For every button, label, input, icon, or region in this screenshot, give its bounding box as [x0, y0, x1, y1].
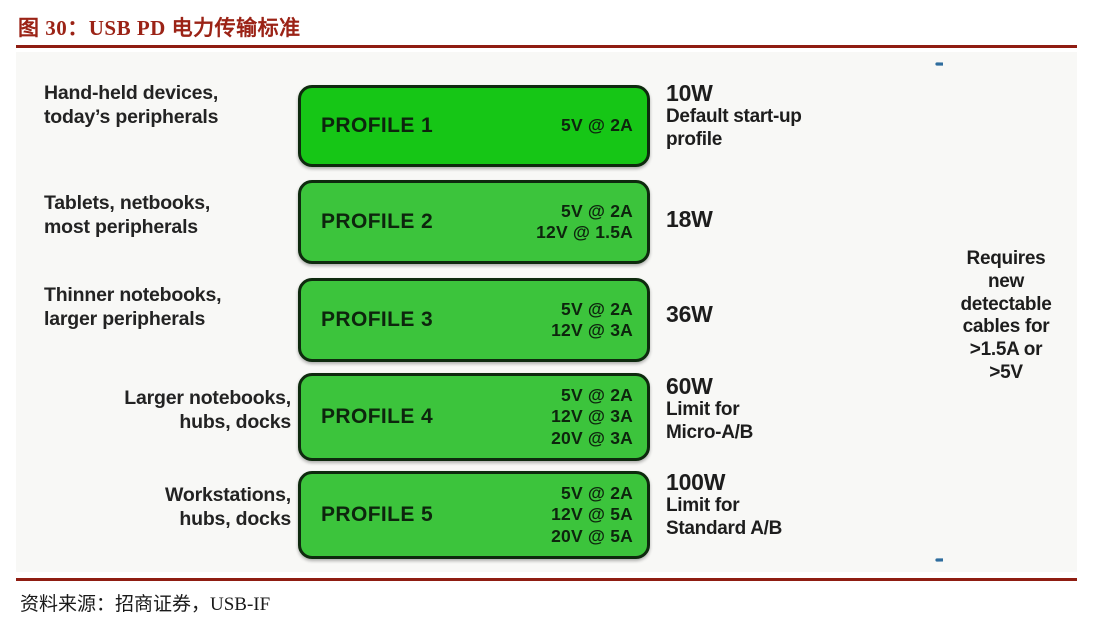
profile-name-5: PROFILE 5: [321, 503, 434, 526]
profile-name-1: PROFILE 1: [321, 114, 434, 137]
watt-value-3: 36W: [666, 301, 713, 327]
profile-name-2: PROFILE 2: [321, 210, 434, 233]
watt-value-5: 100W: [666, 469, 726, 495]
watt-value-1: 10W: [666, 80, 713, 106]
row-label-2: Tablets, netbooks,most peripherals: [44, 192, 211, 238]
source-divider: [16, 578, 1077, 581]
watt-value-2: 18W: [666, 206, 713, 232]
title-divider: [16, 45, 1077, 48]
profile-box-1: PROFILE 1 5V @ 2A: [298, 85, 650, 167]
profile-specs-1: 5V @ 2A: [561, 115, 633, 136]
brace-bracket-icon: [935, 62, 943, 562]
profile-name-3: PROFILE 3: [321, 308, 434, 331]
row-label-1: Hand-held devices,today’s peripherals: [44, 82, 219, 128]
row-label-3: Thinner notebooks,larger peripherals: [44, 284, 222, 330]
watt-block-2: 18W: [666, 206, 886, 232]
row-label-5: Workstations,hubs, docks: [165, 484, 291, 530]
profile-name-4: PROFILE 4: [321, 405, 434, 428]
watt-block-3: 36W: [666, 301, 886, 327]
row-label-4: Larger notebooks,hubs, docks: [124, 387, 291, 433]
page-title: 图 30：USB PD 电力传输标准: [18, 16, 301, 40]
source-text: 资料来源：招商证券，USB-IF: [20, 594, 271, 615]
watt-value-4: 60W: [666, 373, 713, 399]
